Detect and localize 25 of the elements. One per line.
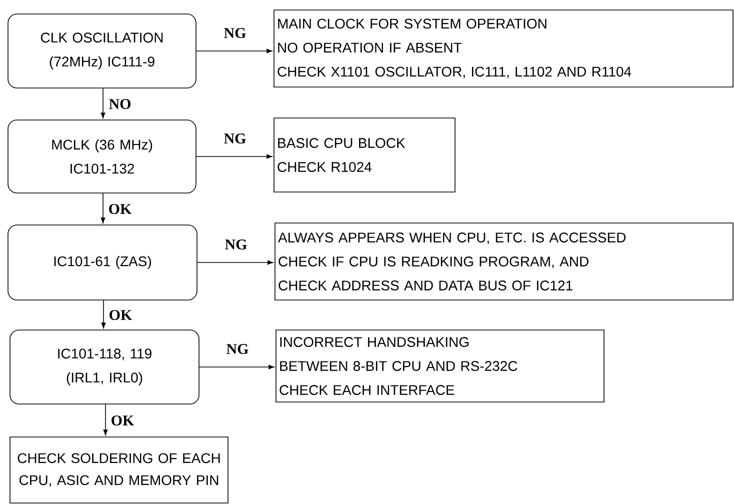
note-box: INCORRECT HANDSHAKING BETWEEN 8-BIT CPU AND RS-232C CHECK EACH INTERFACE <box>276 330 604 402</box>
arrow <box>100 88 106 118</box>
action-box: CHECK SOLDERING OF EACH CPU, ASIC AND MEMORY PIN <box>10 436 228 504</box>
edge-label: OK <box>110 414 136 427</box>
arrow <box>199 364 274 370</box>
edge-label: NG <box>222 132 248 145</box>
note-box: ALWAYS APPEARS WHEN CPU, ETC. IS ACCESSED CHECK IF CPU IS READKING PROGRAM, AND CHECK ADDRESS AND DATA BUS OF IC121 <box>274 222 734 300</box>
note-box: BASIC CPU BLOCK CHECK R1024 <box>274 118 456 192</box>
arrow <box>100 193 106 224</box>
note-box: MAIN CLOCK FOR SYSTEM OPERATION NO OPERATION IF ABSENT CHECK X1101 OSCILLATOR, IC111, L1102 AND R1104 <box>274 10 734 88</box>
arrow <box>196 154 272 159</box>
arrow <box>197 260 274 265</box>
arrow <box>101 300 106 328</box>
edge-label: NG <box>225 342 250 356</box>
edge-label: NG <box>222 26 248 40</box>
edge-label: OK <box>107 202 133 216</box>
arrow <box>103 404 108 436</box>
check-box: CLK OSCILLATION (72MHz) IC111-9 <box>8 14 196 88</box>
edge-label: OK <box>108 308 134 322</box>
edge-label: NO <box>108 98 132 110</box>
edge-label: NG <box>224 238 248 251</box>
check-box: MCLK (36 MHz) IC101-132 <box>8 120 196 194</box>
check-box: IC101-118, 119 (IRL1, IRL0) <box>10 330 200 404</box>
arrow <box>196 48 272 54</box>
check-box: IC101-61 (ZAS) <box>8 224 198 300</box>
